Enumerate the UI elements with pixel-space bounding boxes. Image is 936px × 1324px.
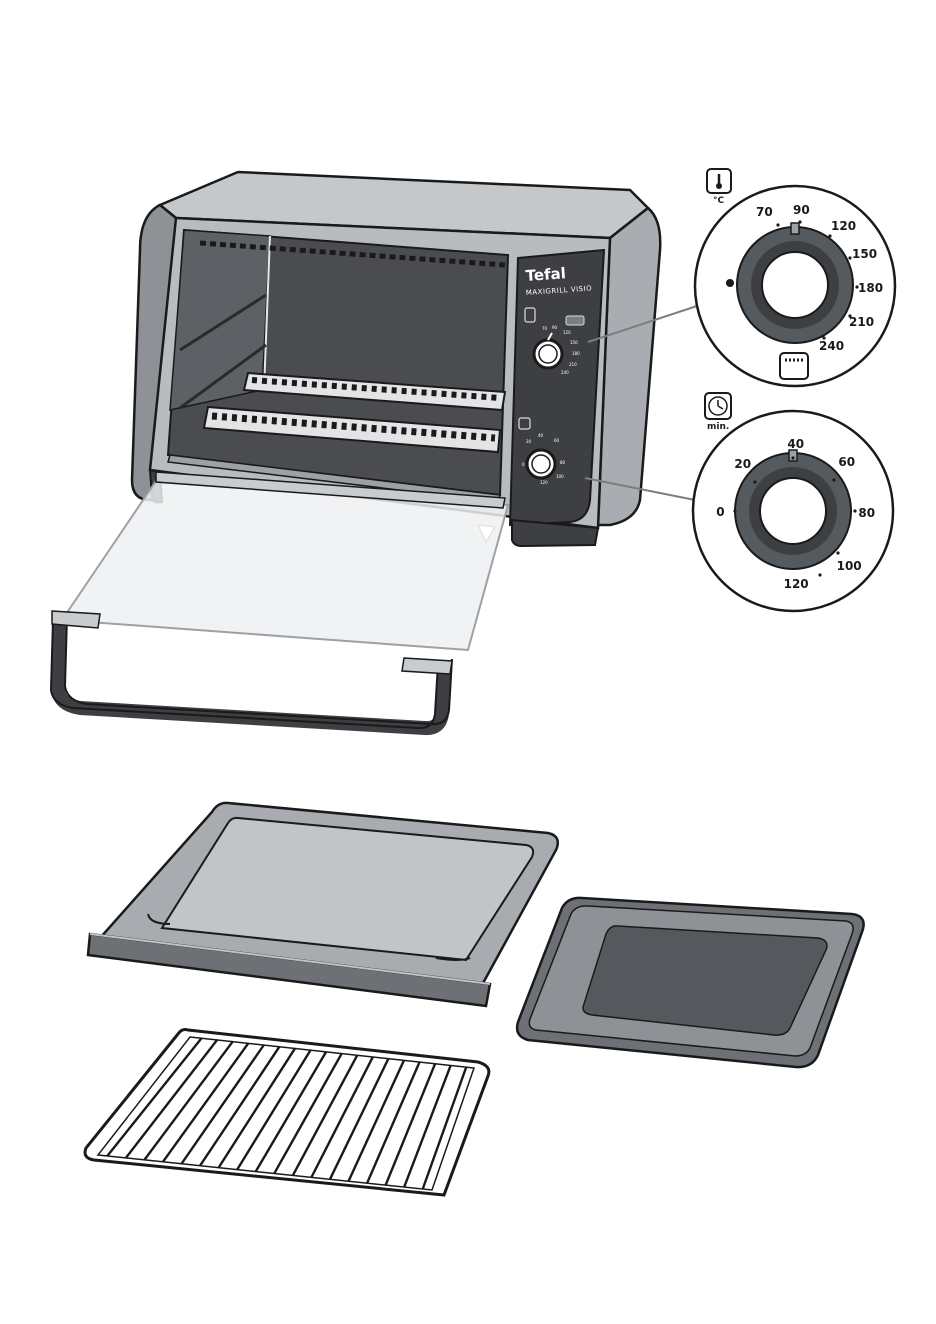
panel-timer-label: 100 <box>556 474 564 479</box>
timer-label: 0 <box>716 505 724 519</box>
panel-temp-label: 150 <box>570 340 578 345</box>
panel-temp-label: 70 <box>542 326 548 331</box>
timer-label: 120 <box>784 577 809 591</box>
timer-tick <box>791 456 794 459</box>
panel-temp-label: 90 <box>552 325 558 330</box>
temperature-label: 120 <box>831 219 856 233</box>
timer-unit: min. <box>707 422 729 432</box>
panel-temp-label: 210 <box>569 362 577 367</box>
temperature-label: 90 <box>793 203 810 217</box>
wire-rack <box>85 1030 489 1196</box>
timer-label: 80 <box>858 506 875 520</box>
timer-label: 60 <box>838 455 855 469</box>
temperature-tick <box>855 285 858 288</box>
rack-bar <box>311 1057 373 1178</box>
rack-bar <box>163 1043 249 1162</box>
panel-temp-label: 120 <box>563 330 571 335</box>
timer-label: 20 <box>734 457 751 471</box>
temperature-tick <box>776 223 779 226</box>
panel-timer-label: 40 <box>538 433 544 438</box>
panel-timer-label: 60 <box>554 438 560 443</box>
temperature-dial-detail: °C 70 90 120 150 180 210 240 <box>695 169 895 386</box>
grill-element-icon <box>780 353 808 379</box>
rack-bar <box>107 1038 201 1156</box>
rack-bar <box>423 1067 467 1189</box>
rack-bar <box>256 1052 327 1172</box>
rack-bar <box>293 1055 358 1175</box>
temperature-label: 180 <box>858 281 883 295</box>
panel-timer-label: 80 <box>560 460 566 465</box>
panel-temp-label: 240 <box>561 370 569 375</box>
timer-tick <box>733 509 736 512</box>
rack-bar <box>274 1053 342 1173</box>
drip-pan <box>517 898 864 1067</box>
timer-label: 100 <box>837 559 862 573</box>
temperature-label: 150 <box>852 247 877 261</box>
temperature-unit: °C <box>713 196 725 206</box>
rack-bar <box>200 1046 279 1165</box>
temperature-tick <box>822 336 825 339</box>
brand-logo: Tefal <box>525 264 566 285</box>
timer-dial-detail: min. 0 20 40 60 80 100 120 <box>693 393 893 611</box>
timer-tick <box>753 480 756 483</box>
off-marker <box>726 279 734 287</box>
timer-tick <box>832 478 835 481</box>
timer-label: 40 <box>787 437 804 451</box>
temperature-tick <box>848 314 851 317</box>
baking-tray <box>88 803 558 1006</box>
temperature-tick <box>798 220 801 223</box>
timer-knob[interactable] <box>527 450 555 478</box>
rack-bar <box>126 1040 217 1158</box>
rack-bar <box>219 1048 296 1167</box>
timer-tick <box>853 509 856 512</box>
timer-tick <box>818 573 821 576</box>
rack-bar <box>330 1059 389 1180</box>
temperature-label: 240 <box>819 339 844 353</box>
temperature-tick <box>848 256 851 259</box>
temperature-pointer <box>791 223 799 234</box>
temperature-label: 210 <box>849 315 874 329</box>
panel-timer-label: 20 <box>526 439 532 444</box>
panel-temp-label: 180 <box>572 351 580 356</box>
power-indicator-light <box>566 316 584 325</box>
panel-timer-label: 120 <box>540 480 548 485</box>
temperature-tick <box>828 234 831 237</box>
timer-tick <box>836 551 839 554</box>
temperature-label: 70 <box>756 205 773 219</box>
